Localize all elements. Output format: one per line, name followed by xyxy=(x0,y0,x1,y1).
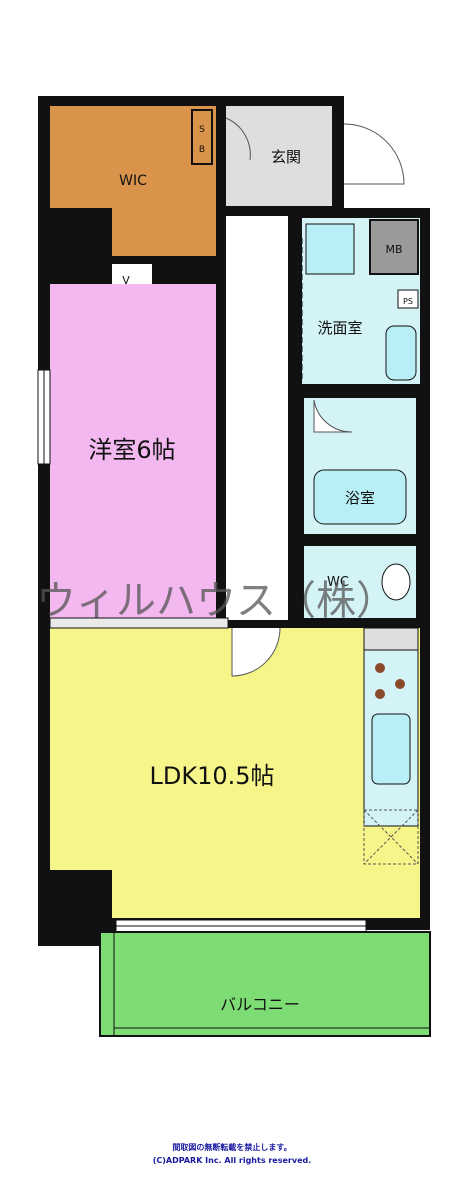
entrance-door-gap xyxy=(344,124,362,204)
ps-box xyxy=(397,289,419,309)
wic-label: WIC xyxy=(119,173,147,189)
genkan-label: 玄関 xyxy=(271,148,301,166)
fridge-space-x1 xyxy=(363,809,419,865)
stove-burner-2 xyxy=(395,679,405,689)
corridor xyxy=(226,216,288,620)
fridge-space xyxy=(363,809,419,865)
room-sb xyxy=(191,109,213,165)
kitchen-fridge-top xyxy=(363,627,419,651)
yoshitsu-label: 洋室6帖 xyxy=(88,436,175,464)
stove-burner-1 xyxy=(375,663,385,673)
ldk-partition-band xyxy=(49,617,229,629)
fridge-space-x2 xyxy=(363,809,419,865)
watermark-text: ウィルハウス（株） xyxy=(36,578,396,624)
mb-box xyxy=(369,219,419,275)
footer-notice: 間取図の無断転載を禁止します。 xyxy=(172,1143,292,1152)
room-yoshitsu xyxy=(50,284,216,620)
yokushitsu-label: 浴室 xyxy=(345,489,375,507)
wic-notch-wall xyxy=(50,208,112,274)
washroom-cabinet xyxy=(305,223,355,275)
senmenjo-label: 洗面室 xyxy=(317,319,362,337)
ps-label: PS xyxy=(403,297,413,306)
genkan-door-swing xyxy=(225,117,251,161)
footer-copyright: (C)ADPARK Inc. All rights reserved. xyxy=(152,1156,312,1165)
room-genkan xyxy=(226,106,332,206)
ldk-corner-wall xyxy=(50,870,112,930)
wc-label: WC xyxy=(327,575,349,590)
room-balcony xyxy=(99,931,431,1037)
sb-label-s: S xyxy=(199,125,205,135)
ldk-label: LDK10.5帖 xyxy=(149,762,274,790)
toilet-bowl xyxy=(381,563,411,601)
kitchen-sink xyxy=(371,713,411,785)
entrance-door-swing xyxy=(343,123,405,185)
sb-label-b: B xyxy=(199,145,205,155)
ldk-door-swing xyxy=(231,627,281,677)
yoshitsu-door-gap xyxy=(112,264,152,284)
closet-mark: V xyxy=(122,274,130,287)
balcony-label: バルコニー xyxy=(220,995,300,1014)
wash-basin xyxy=(385,325,417,381)
mb-label: MB xyxy=(385,243,402,256)
bathtub xyxy=(313,469,407,525)
bath-door-swing xyxy=(313,399,353,433)
stove-burner-3 xyxy=(375,689,385,699)
